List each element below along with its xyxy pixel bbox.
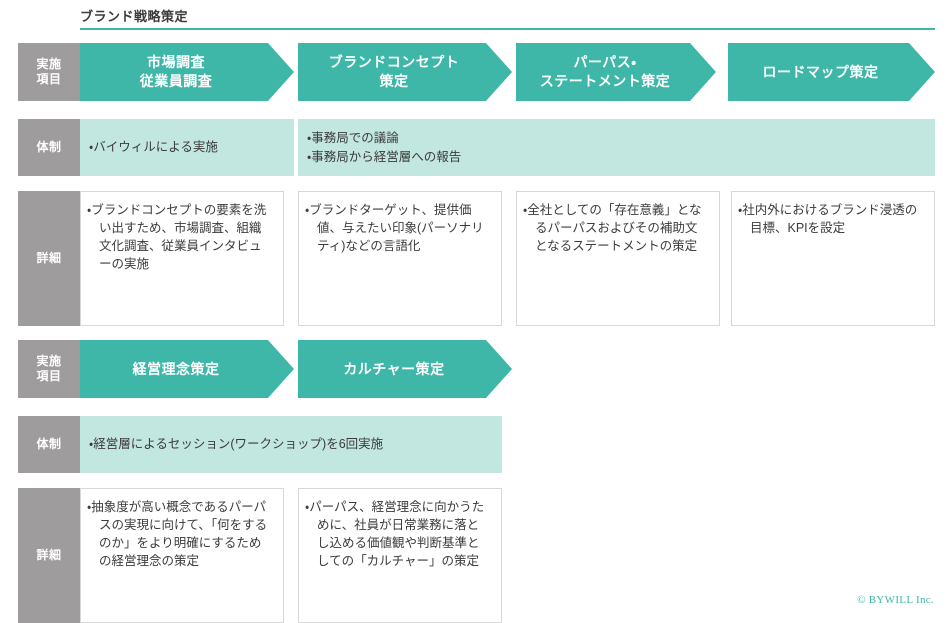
detail-box: 抽象度が高い概念であるパーパスの実現に向けて、「何をするのか」をより明確にするた… [80, 488, 284, 623]
slide-title-block: ブランド戦略策定 [80, 8, 935, 30]
bullet-line: ブランドコンセプトの要素を洗い出すため、市場調査、組織文化調査、従業員インタビュ… [90, 201, 273, 273]
process-step-chevron[interactable]: ロードマップ策定 [728, 43, 935, 101]
bullet-line: 事務局から経営層への報告 [310, 148, 923, 167]
footer-copyright: © BYWILL Inc. [857, 594, 934, 606]
structure-band: バイウィルによる実施 [80, 119, 294, 176]
bullet-line: 事務局での議論 [310, 129, 923, 148]
page-title: ブランド戦略策定 [80, 9, 189, 24]
row-label-items: 実施 項目 [18, 340, 80, 398]
process-step-chevron[interactable]: パーパス・ ステートメント策定 [516, 43, 716, 101]
bullet-line: 全社としての「存在意義」となるパーパスおよびその補助文となるステートメントの策定 [526, 201, 709, 255]
bullet-line: 社内外におけるブランド浸透の目標、KPIを設定 [741, 201, 924, 237]
title-underline-rule [80, 28, 935, 30]
items-row: 実施 項目市場調査 従業員調査ブランドコンセプト 策定パーパス・ ステートメント… [0, 43, 950, 101]
detail-box: ブランドターゲット、提供価値、与えたい印象(パーソナリティ)などの言語化 [298, 191, 502, 326]
row-label-items: 実施 項目 [18, 43, 80, 101]
detail-box: パーパス、経営理念に向かうために、社員が日常業務に落とし込める価値観や判断基準と… [298, 488, 502, 623]
detail-box: ブランドコンセプトの要素を洗い出すため、市場調査、組織文化調査、従業員インタビュ… [80, 191, 284, 326]
row-label-structure: 体制 [18, 119, 80, 176]
bullet-line: 抽象度が高い概念であるパーパスの実現に向けて、「何をするのか」をより明確にするた… [90, 498, 273, 570]
detail-row: 詳細抽象度が高い概念であるパーパスの実現に向けて、「何をするのか」をより明確にす… [0, 488, 950, 623]
structure-band: 事務局での議論事務局から経営層への報告 [298, 119, 935, 176]
structure-row: 体制バイウィルによる実施事務局での議論事務局から経営層への報告 [0, 119, 950, 176]
bullet-line: 経営層によるセッション(ワークショップ)を6回実施 [92, 435, 490, 454]
process-step-chevron[interactable]: ブランドコンセプト 策定 [298, 43, 512, 101]
row-label-detail: 詳細 [18, 191, 80, 326]
structure-band: 経営層によるセッション(ワークショップ)を6回実施 [80, 416, 502, 473]
detail-box: 社内外におけるブランド浸透の目標、KPIを設定 [731, 191, 935, 326]
bullet-line: パーパス、経営理念に向かうために、社員が日常業務に落とし込める価値観や判断基準と… [308, 498, 491, 570]
detail-row: 詳細ブランドコンセプトの要素を洗い出すため、市場調査、組織文化調査、従業員インタ… [0, 191, 950, 326]
process-step-chevron[interactable]: カルチャー策定 [298, 340, 512, 398]
items-row: 実施 項目経営理念策定カルチャー策定 [0, 340, 950, 398]
detail-box: 全社としての「存在意義」となるパーパスおよびその補助文となるステートメントの策定 [516, 191, 720, 326]
process-step-chevron[interactable]: 経営理念策定 [80, 340, 294, 398]
bullet-line: バイウィルによる実施 [92, 138, 282, 157]
row-label-structure: 体制 [18, 416, 80, 473]
structure-row: 体制経営層によるセッション(ワークショップ)を6回実施 [0, 416, 950, 473]
bullet-line: ブランドターゲット、提供価値、与えたい印象(パーソナリティ)などの言語化 [308, 201, 491, 255]
row-label-detail: 詳細 [18, 488, 80, 623]
process-step-chevron[interactable]: 市場調査 従業員調査 [80, 43, 294, 101]
